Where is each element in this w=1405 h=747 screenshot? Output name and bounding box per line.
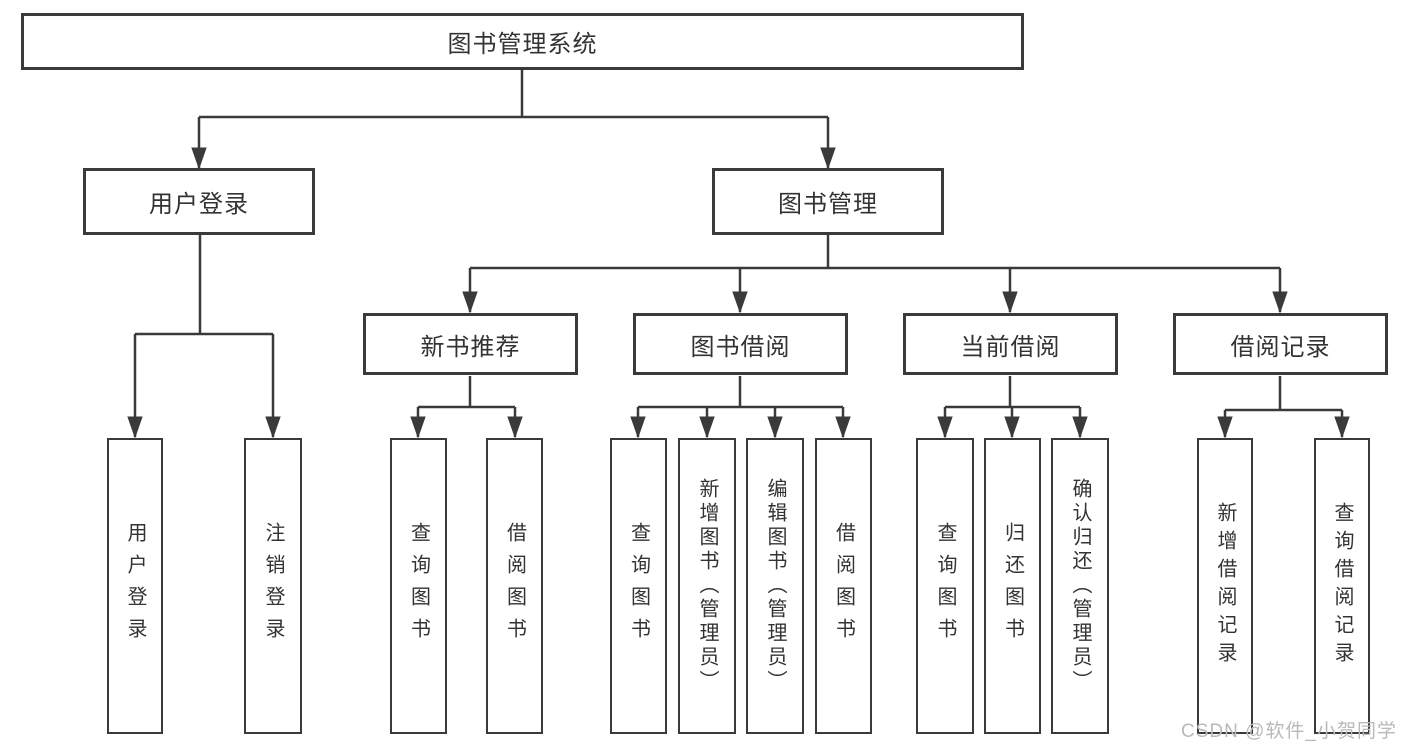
leaf-borrow-books-2-label: 借阅图书 — [832, 522, 855, 650]
leaf-return-books: 归还图书 — [984, 438, 1041, 734]
csdn-watermark: CSDN @软件_小贺同学 — [1181, 721, 1397, 742]
node-book-management: 图书管理 — [712, 168, 944, 235]
node-user-login-label: 用户登录 — [149, 191, 249, 218]
borrow-records-connector — [1225, 376, 1342, 437]
root-connector — [199, 70, 828, 168]
leaf-query-books-2: 查询图书 — [610, 438, 667, 734]
current-borrow-connector — [945, 376, 1080, 437]
leaf-borrow-books-1-label: 借阅图书 — [503, 522, 526, 650]
leaf-query-books-2-label: 查询图书 — [627, 522, 650, 650]
node-book-borrow: 图书借阅 — [633, 313, 848, 375]
leaf-borrow-books-2: 借阅图书 — [815, 438, 872, 734]
leaf-edit-books-admin-label: 编辑图书（管理员） — [764, 478, 786, 694]
leaf-return-books-label: 归还图书 — [1001, 522, 1024, 650]
leaf-confirm-return-admin: 确认归还（管理员） — [1051, 438, 1109, 734]
leaf-query-books-3-label: 查询图书 — [934, 522, 956, 650]
node-book-management-label: 图书管理 — [778, 191, 878, 218]
node-borrow-records: 借阅记录 — [1173, 313, 1388, 375]
leaf-logout-label: 注销登录 — [262, 522, 284, 650]
node-library-system-label: 图书管理系统 — [447, 31, 598, 58]
node-current-borrow-label: 当前借阅 — [960, 333, 1061, 361]
leaf-user-login: 用户登录 — [107, 438, 163, 734]
leaf-add-borrow-record: 新增借阅记录 — [1197, 438, 1253, 734]
node-current-borrow: 当前借阅 — [903, 313, 1118, 375]
leaf-query-borrow-record-label: 查询借阅记录 — [1331, 502, 1353, 670]
leaf-edit-books-admin: 编辑图书（管理员） — [746, 438, 804, 734]
leaf-query-books-1: 查询图书 — [390, 438, 447, 734]
node-new-book-recommend-label: 新书推荐 — [420, 333, 521, 361]
user-login-connector — [135, 235, 273, 437]
node-borrow-records-label: 借阅记录 — [1230, 333, 1331, 361]
leaf-add-books-admin-label: 新增图书（管理员） — [696, 478, 718, 694]
leaf-query-books-1-label: 查询图书 — [407, 522, 430, 650]
new-book-recommend-connector — [418, 376, 515, 437]
node-user-login: 用户登录 — [83, 168, 315, 235]
book-borrow-connector — [638, 376, 843, 437]
node-new-book-recommend: 新书推荐 — [363, 313, 578, 375]
leaf-add-books-admin: 新增图书（管理员） — [678, 438, 736, 734]
leaf-user-login-label: 用户登录 — [124, 522, 146, 650]
node-book-borrow-label: 图书借阅 — [690, 333, 791, 361]
leaf-logout: 注销登录 — [244, 438, 302, 734]
book-management-connector — [470, 235, 1280, 312]
leaf-query-books-3: 查询图书 — [916, 438, 974, 734]
leaf-add-borrow-record-label: 新增借阅记录 — [1214, 502, 1236, 670]
leaf-borrow-books-1: 借阅图书 — [486, 438, 543, 734]
node-library-system: 图书管理系统 — [21, 13, 1024, 70]
leaf-query-borrow-record: 查询借阅记录 — [1314, 438, 1370, 734]
leaf-confirm-return-admin-label: 确认归还（管理员） — [1069, 478, 1091, 694]
